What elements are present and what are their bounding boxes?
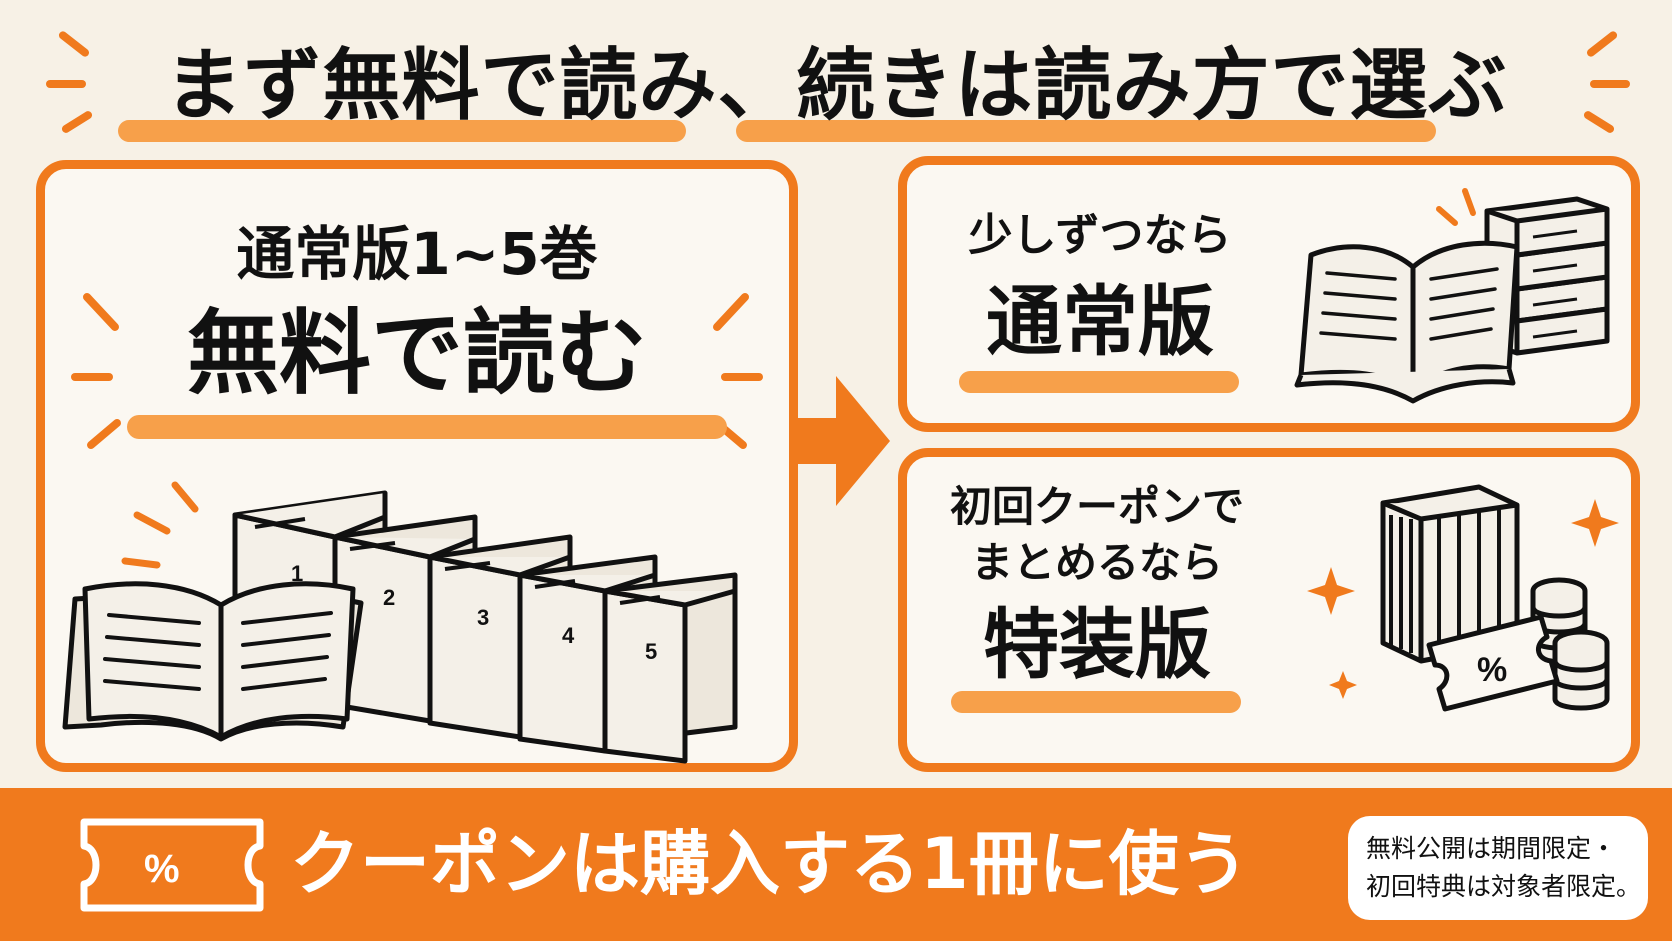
open-book-icon (62, 581, 364, 742)
special-edition-headline: 特装版 (983, 600, 1211, 689)
coupon-ticket-banner-icon: % (80, 818, 264, 912)
free-read-headline: 無料で読む (186, 300, 647, 407)
special-edition-illustration: % (1307, 484, 1619, 712)
volume-number-1: 1 (291, 561, 303, 586)
title-spark-right-2 (1590, 80, 1630, 88)
book-stack-illustration: 1 2 3 4 5 (62, 481, 738, 764)
free-headline-underline (127, 415, 727, 439)
volume-number-5: 5 (645, 639, 657, 664)
coupon-usage-text: クーポンは購入する1冊に使う (290, 823, 1249, 905)
coupon-bundle-line-1: 初回クーポンで (949, 482, 1244, 531)
open-book-small-icon (1294, 240, 1520, 404)
volume-number-4: 4 (562, 623, 575, 648)
volume-number-3: 3 (477, 605, 489, 630)
disclaimer-line-1: 無料公開は期間限定・ (1366, 834, 1617, 863)
ticket-percent-symbol: % (1477, 651, 1507, 689)
disclaimer-line-2: 初回特典は対象者限定。 (1366, 872, 1642, 901)
regular-edition-illustration (1294, 188, 1610, 404)
page-title: まず無料で読み、続きは読み方で選ぶ (164, 41, 1508, 131)
arrow-right-icon (790, 376, 890, 506)
coin-stack-icon (1530, 577, 1610, 711)
free-reading-panel: 通常版1~5巻 無料で読む (36, 160, 798, 772)
disclaimer-note: 無料公開は期間限定・ 初回特典は対象者限定。 (1348, 816, 1648, 920)
regular-edition-panel: 少しずつなら 通常版 (898, 156, 1640, 432)
coupon-bundle-label: 初回クーポンで まとめるなら (927, 479, 1267, 591)
regular-edition-underline (959, 371, 1239, 393)
free-volumes-label: 通常版1~5巻 (236, 220, 598, 288)
gradual-reading-label: 少しずつなら (968, 210, 1232, 261)
title-underline-right (736, 120, 1436, 142)
sparkle-icon (1307, 499, 1619, 699)
coupon-ticket-icon (1426, 614, 1560, 712)
volume-5-icon (602, 572, 738, 764)
special-edition-underline (951, 691, 1241, 713)
title-underline-left (118, 120, 686, 142)
banner-percent-symbol: % (144, 847, 180, 891)
special-edition-panel: 初回クーポンで まとめるなら 特装版 % (898, 448, 1640, 772)
coupon-bundle-line-2: まとめるなら (970, 538, 1223, 587)
title-area: まず無料で読み、続きは読み方で選ぶ (0, 20, 1672, 150)
title-spark-left-2 (46, 80, 86, 88)
volume-number-2: 2 (383, 585, 395, 610)
coupon-usage-banner: % クーポンは購入する1冊に使う 無料公開は期間限定・ 初回特典は対象者限定。 (0, 788, 1672, 941)
regular-edition-headline: 通常版 (986, 277, 1214, 366)
